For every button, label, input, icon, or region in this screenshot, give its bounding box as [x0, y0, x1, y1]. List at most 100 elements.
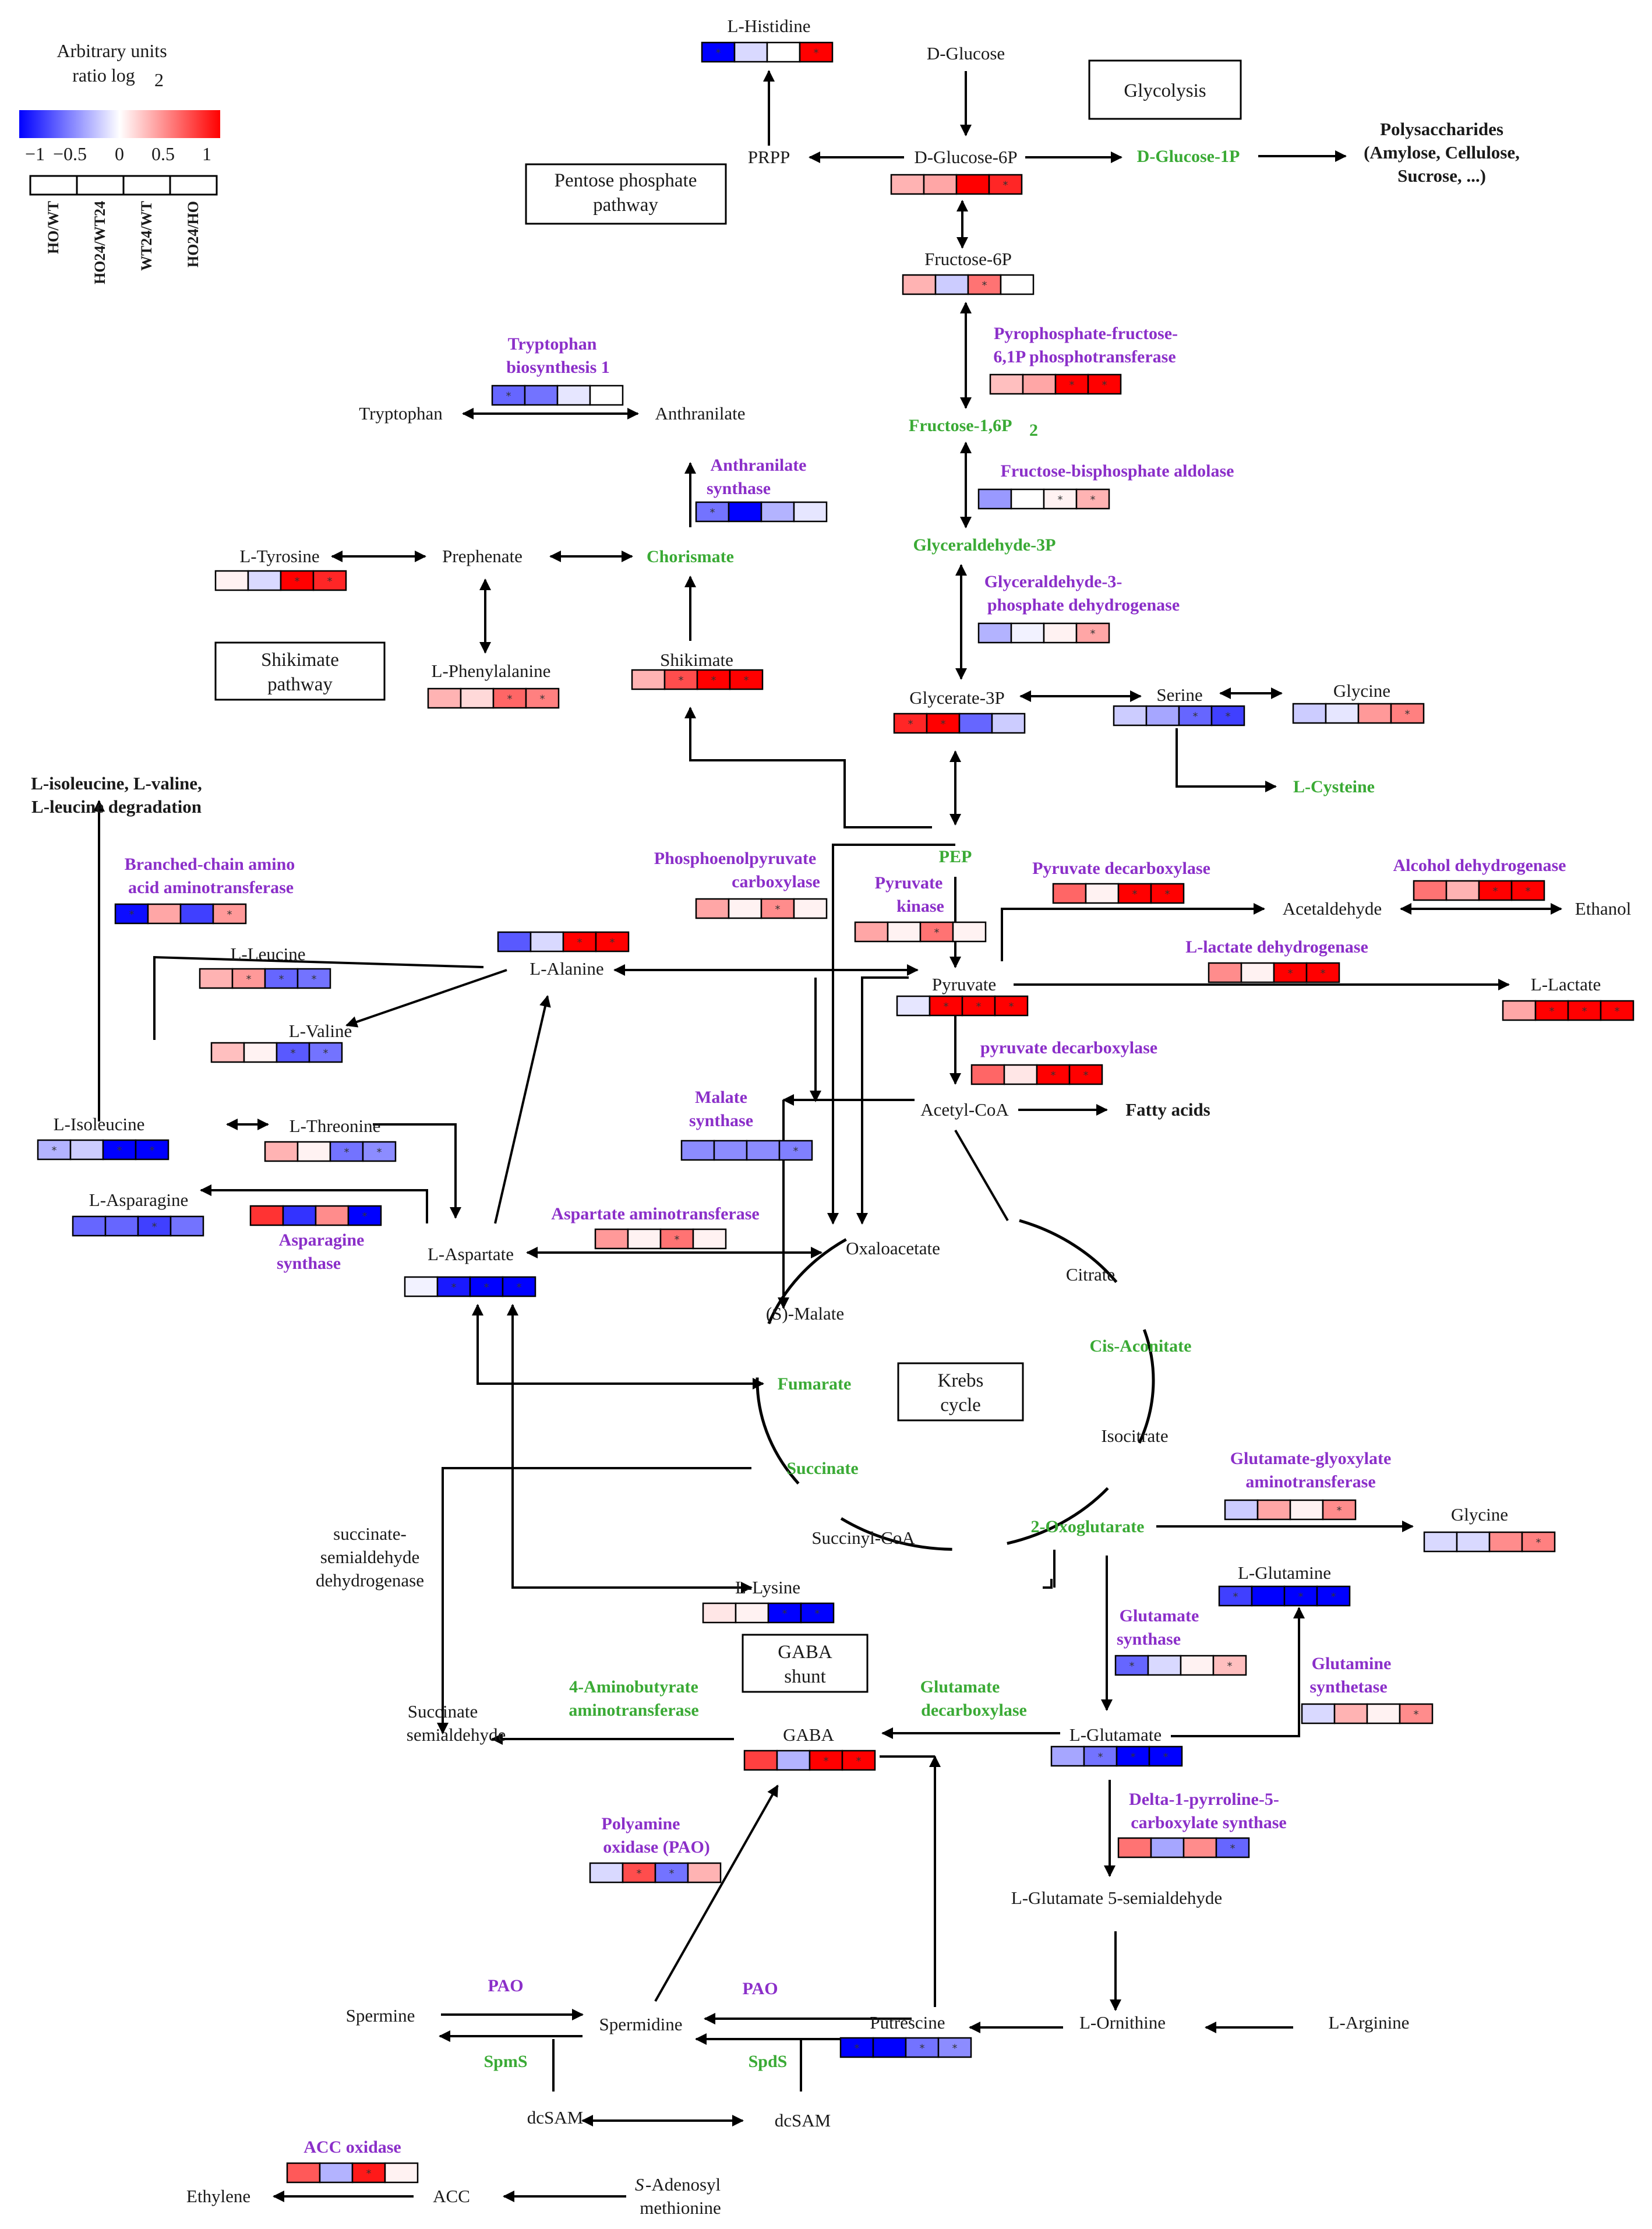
heatmap-cell	[491, 385, 526, 406]
heatmap-valine: **	[210, 1042, 343, 1063]
heatmap-cell	[955, 174, 990, 195]
significance-marker: *	[577, 937, 583, 949]
metabolite-fumarate: Fumarate	[778, 1374, 852, 1394]
heatmap-cell	[1292, 703, 1327, 724]
enzyme-anth-syn-1: Anthranilate	[711, 456, 807, 475]
metabolite-spermine: Spermine	[346, 2005, 415, 2026]
heatmap-pk: *	[854, 921, 987, 943]
heatmap-g6p: *	[890, 174, 1023, 195]
metabolite-chorismate: Chorismate	[647, 547, 734, 566]
metabolite-serine: Serine	[1156, 685, 1202, 705]
heatmap-pyruvate: ***	[896, 995, 1029, 1017]
heatmap-cell	[1085, 883, 1120, 904]
ssa-dh-label-1: succinate-	[333, 1523, 407, 1544]
sam-italic-s: S	[635, 2174, 644, 2195]
metabolite-polysaccharides-3: Sucrose, ...)	[1397, 165, 1486, 186]
heatmap-cell	[247, 570, 282, 591]
metabolite-aspartate: L-Aspartate	[428, 1244, 514, 1264]
heatmap-cell	[214, 570, 249, 591]
heatmap-cell	[695, 898, 730, 919]
metabolite-labels: L-Histidine D-Glucose PRPP D-Glucose-6P …	[31, 16, 1631, 2218]
heatmap-cell	[1488, 1531, 1523, 1553]
metabolite-valine: L-Valine	[289, 1021, 352, 1041]
heatmap-trp_bio: *	[491, 385, 624, 406]
legend-column-label: HO24/HO	[185, 201, 202, 267]
heatmap-cell	[296, 968, 331, 989]
heatmap-cell	[872, 2037, 907, 2058]
metabolite-fructose-16p2-sub: 2	[1029, 421, 1038, 440]
significance-marker: *	[1102, 379, 1107, 392]
metabolite-glutamate-5-semialdehyde: L-Glutamate 5-semialdehyde	[1011, 1888, 1222, 1908]
metabolite-succinate: Succinate	[786, 1459, 858, 1478]
significance-marker: *	[944, 1001, 949, 1013]
significance-marker: *	[1331, 1591, 1336, 1603]
significance-marker: *	[1615, 1006, 1620, 1018]
pathway-box-gaba: GABA shunt	[742, 1634, 869, 1693]
heatmap-cell	[1413, 880, 1448, 901]
significance-marker: *	[1405, 708, 1410, 721]
metabolite-glyceraldehyde-3p: Glyceraldehyde-3P	[913, 535, 1056, 555]
heatmap-cell	[1390, 703, 1425, 724]
heatmap-cell	[594, 1228, 629, 1250]
significance-marker: *	[540, 693, 545, 706]
significance-marker: *	[129, 909, 135, 921]
heatmap-cell	[1212, 1655, 1247, 1676]
heatmap-cell	[315, 1205, 350, 1226]
heatmap-cell	[502, 1276, 536, 1297]
heatmap-cell	[1325, 703, 1360, 724]
heatmap-cell	[404, 1276, 439, 1297]
heatmap-cell	[264, 968, 299, 989]
metabolite-dcsam-1: dcSAM	[527, 2107, 583, 2128]
heatmap-cell	[384, 2162, 419, 2184]
enzyme-ldh: L-lactate dehydrogenase	[1185, 937, 1368, 957]
heatmap-cell	[1052, 883, 1087, 904]
significance-marker: *	[152, 1221, 157, 1233]
significance-marker: *	[323, 1048, 329, 1060]
metabolite-acetyl-coa: Acetyl-CoA	[920, 1099, 1009, 1120]
metabolite-gaba: GABA	[783, 1724, 834, 1745]
significance-marker: *	[716, 47, 721, 59]
metabolite-shikimate: Shikimate	[660, 650, 733, 670]
enzyme-p5cs-1: Delta-1-pyrroline-5-	[1129, 1790, 1279, 1809]
heatmap-cell	[1043, 622, 1078, 644]
significance-marker: *	[793, 1145, 799, 1158]
gaba-box-2: shunt	[784, 1666, 826, 1687]
heatmap-cell	[961, 995, 996, 1017]
heatmap-as: *	[249, 1205, 382, 1226]
pathway-box-glycolysis: Glycolysis	[1088, 59, 1242, 120]
enzyme-ggat-1: Glutamate-glyoxylate	[1230, 1449, 1392, 1468]
metabolite-glutamate: L-Glutamate	[1069, 1724, 1162, 1745]
heatmap-cell	[595, 931, 630, 953]
heatmap-cell	[530, 931, 564, 953]
metabolite-spermidine: Spermidine	[599, 2014, 683, 2034]
heatmap-cell	[1256, 1499, 1291, 1521]
heatmap-cell	[1215, 1837, 1250, 1858]
heatmap-fba: **	[977, 488, 1110, 510]
heatmap-aat: *	[594, 1228, 727, 1250]
heatmap-cell	[1043, 488, 1078, 510]
heatmap-cell	[1113, 705, 1148, 726]
legend-column-cell	[29, 175, 78, 196]
heatmap-ms: *	[680, 1140, 813, 1161]
metabolite-glutamine: L-Glutamine	[1238, 1563, 1331, 1583]
significance-marker: *	[744, 675, 749, 687]
enzyme-ggat-2: aminotransferase	[1245, 1472, 1375, 1491]
heatmap-cell	[231, 968, 266, 989]
significance-marker: *	[782, 1608, 788, 1620]
heatmap-glycine: *	[1292, 703, 1425, 724]
heatmap-cell	[893, 713, 928, 734]
heatmap-cell	[800, 1602, 835, 1624]
heatmap-cell	[1456, 1531, 1491, 1553]
heatmap-cell	[1445, 880, 1480, 901]
heatmap-cell	[460, 687, 495, 709]
heatmap-cell	[729, 669, 764, 690]
heatmap-pao: **	[589, 1862, 722, 1884]
enzyme-gad-2: decarboxylase	[921, 1701, 1027, 1720]
significance-marker: *	[1549, 1006, 1555, 1018]
heatmap-cell	[1208, 962, 1242, 983]
metabolite-2-oxoglutarate: 2-Oxoglutarate	[1031, 1517, 1145, 1536]
heatmap-ldh: **	[1208, 962, 1340, 983]
heatmap-cell	[760, 898, 795, 919]
significance-marker: *	[941, 718, 946, 731]
